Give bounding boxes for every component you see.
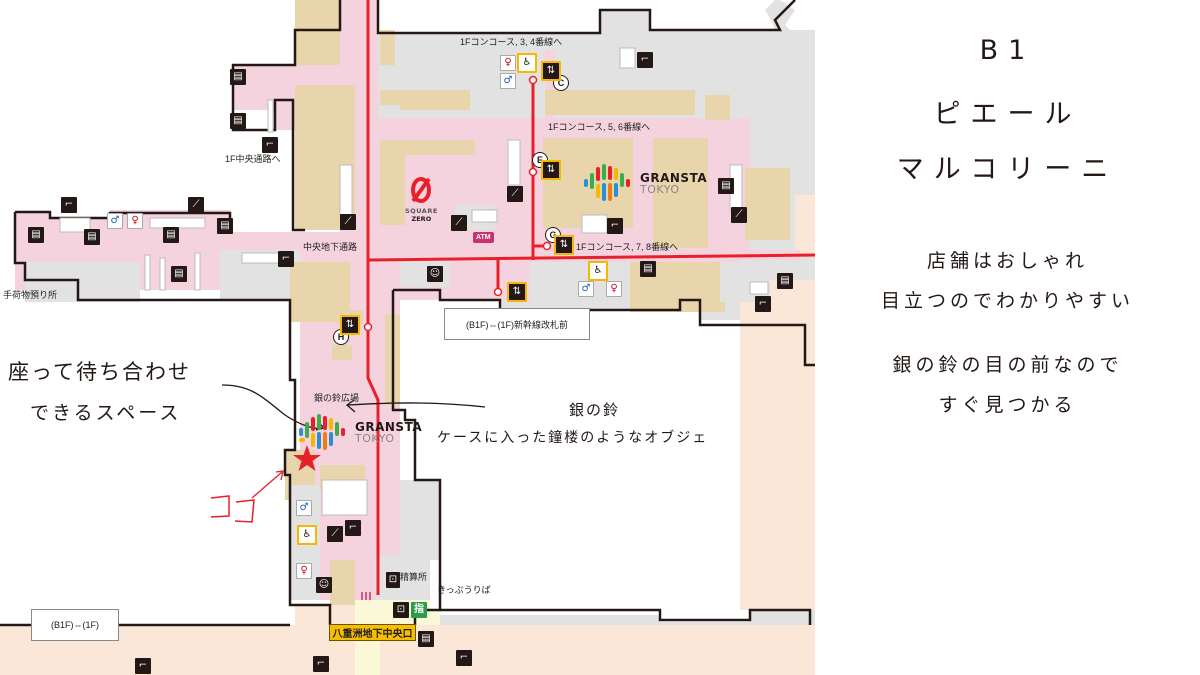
note2-line2: すぐ見つかる: [938, 394, 1077, 416]
female-restroom-icon: ♀: [296, 563, 312, 579]
stairs-icon: ⌐: [61, 197, 77, 213]
label-baggage: 手荷物預り所: [3, 290, 58, 300]
stairs-icon: ⌐: [135, 658, 151, 674]
b1f-1f-sign: (B1F)⇔(1F): [31, 609, 119, 641]
ticket-machine-icon: ⊡: [393, 602, 409, 618]
elevator-icon: ⇅: [554, 235, 574, 255]
elevator-icon: ⇅: [507, 282, 527, 302]
coin-locker-icon: ▤: [28, 227, 44, 243]
square-zero-mark-icon: [411, 177, 432, 203]
escalator-icon: ⟋: [327, 526, 343, 542]
gransta-text: GRANSTA: [355, 419, 423, 434]
male-restroom-icon: ♂: [578, 281, 594, 297]
female-restroom-icon: ♀: [500, 55, 516, 71]
station-floor-map: GRANSTA TOKYO GRANSTA TOKYO: [0, 0, 815, 675]
zero-text: ZERO: [411, 215, 432, 223]
stairs-icon: ⌐: [313, 656, 329, 672]
stairs-icon: ⌐: [456, 650, 472, 666]
female-restroom-icon: ♀: [127, 213, 143, 229]
elevator-icon: ⇅: [340, 315, 360, 335]
atm-sign: ATM: [473, 232, 494, 243]
female-restroom-icon: ♀: [606, 281, 622, 297]
yaesu-exit-sign: 八重洲地下中央口: [329, 624, 416, 641]
floor-heading: B1: [979, 35, 1036, 66]
gransta-mark-icon: [299, 414, 345, 450]
coin-locker-icon: ▤: [230, 113, 246, 129]
escalator-icon: ⟋: [340, 214, 356, 230]
coin-locker-icon: ▤: [217, 218, 233, 234]
male-restroom-icon: ♂: [296, 500, 312, 516]
gransta-logo-silver-bell: GRANSTA TOKYO: [297, 412, 422, 452]
elevator-icon: ⇅: [541, 61, 561, 81]
escalator-icon: ⟋: [507, 186, 523, 202]
note1-line2: 目立つのでわかりやすい: [880, 290, 1134, 312]
coin-locker-icon: ▤: [718, 178, 734, 194]
square-text: SQUARE: [405, 207, 438, 215]
coin-locker-icon: ▤: [163, 227, 179, 243]
silver-bell-annotation-title: 銀の鈴: [569, 401, 621, 419]
label-ticket-office: きっぷうりば: [437, 585, 491, 595]
coin-locker-icon: ▤: [777, 273, 793, 289]
male-restroom-icon: ♂: [500, 73, 516, 89]
label-central-underground: 中央地下通路: [303, 242, 358, 252]
coin-locker-icon: ▤: [171, 266, 187, 282]
coin-locker-icon: ▤: [84, 229, 100, 245]
label-concourse-56: 1Fコンコース, 5, 6番線へ: [548, 122, 651, 132]
stairs-icon: ⌐: [755, 296, 771, 312]
tokyo-text: TOKYO: [640, 182, 680, 196]
tokyo-text: TOKYO: [355, 431, 395, 445]
label-fare-adjust: 精算所: [400, 572, 428, 582]
escalator-icon: ⟋: [451, 215, 467, 231]
male-restroom-icon: ♂: [107, 213, 123, 229]
stairs-icon: ⌐: [637, 52, 653, 68]
seating-annotation-line1: 座って待ち合わせ: [8, 360, 191, 384]
label-to-1f-central: 1F中央通路へ: [225, 154, 281, 164]
coin-locker-icon: ▤: [640, 261, 656, 277]
square-zero-logo: SQUARE ZERO: [405, 175, 438, 223]
shop-name-line2: マルコリーニ: [896, 154, 1119, 185]
label-concourse-34: 1Fコンコース, 3, 4番線へ: [460, 37, 563, 47]
baby-room-icon: ☺: [427, 266, 443, 282]
stairs-icon: ⌐: [262, 137, 278, 153]
gransta-text: GRANSTA: [640, 170, 708, 185]
elevator-icon: ⇅: [541, 160, 561, 180]
escalator-icon: ⟋: [731, 207, 747, 223]
stairs-icon: ⌐: [607, 218, 623, 234]
gransta-mark-icon: [584, 164, 630, 201]
stairs-icon: ⌐: [345, 520, 361, 536]
coin-locker-icon: ▤: [230, 69, 246, 85]
accessible-restroom-icon: ♿: [588, 261, 608, 281]
shop-name-line1: ピエール: [933, 99, 1082, 130]
stairs-icon: ⌐: [278, 251, 294, 267]
fare-adjust-icon: ⊡: [386, 572, 400, 588]
note1-line1: 店舗はおしゃれ: [926, 250, 1088, 272]
accessible-restroom-icon: ♿: [517, 53, 537, 73]
baby-room-icon: ☺: [316, 577, 332, 593]
coin-locker-icon: ▤: [418, 631, 434, 647]
silver-bell-annotation-desc: ケースに入った鐘楼のようなオブジェ: [437, 430, 709, 446]
gransta-logo-center: GRANSTA TOKYO: [582, 162, 707, 204]
label-silver-bell-plaza: 銀の鈴広場: [314, 393, 360, 403]
accessible-restroom-icon: ♿: [297, 525, 317, 545]
label-concourse-78: 1Fコンコース, 7, 8番線へ: [576, 242, 679, 252]
escalator-icon: ⟋: [188, 197, 204, 213]
info-panel: B1 ピエール マルコリーニ 店舗はおしゃれ 目立つのでわかりやすい 銀の鈴の目…: [815, 0, 1200, 675]
seating-annotation-line2: できるスペース: [30, 402, 182, 424]
note2-line1: 銀の鈴の目の前なので: [892, 354, 1123, 376]
gransta-wordmark: GRANSTA TOKYO: [355, 421, 422, 444]
reserved-seat-ticket-icon: 指: [411, 602, 427, 618]
gransta-wordmark: GRANSTA TOKYO: [640, 172, 707, 195]
shinkansen-gate-sign: (B1F)⇔(1F)新幹線改札前: [444, 308, 590, 340]
map-floor-plan: [0, 0, 815, 675]
